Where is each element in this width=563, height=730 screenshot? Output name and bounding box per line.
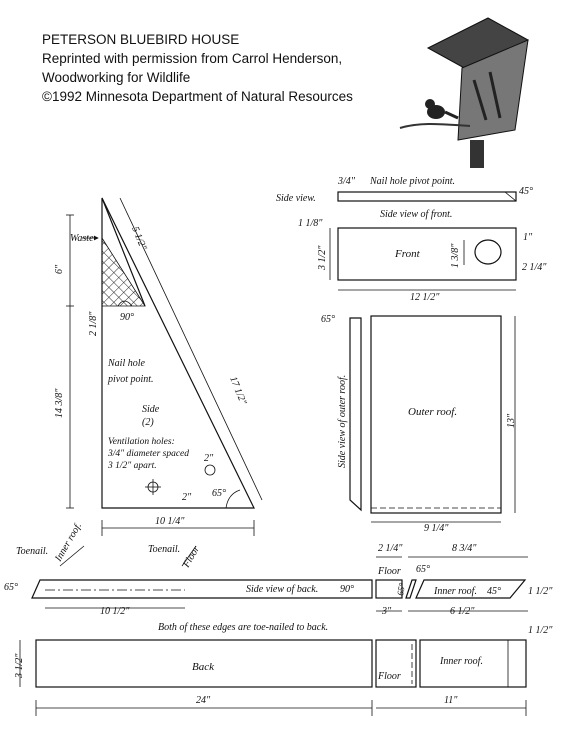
roof-dim-13: 13" — [506, 413, 517, 428]
side-dim-10-1-4: 10 1/4" — [155, 516, 185, 527]
front-dim-1-1-8: 1 1/8" — [298, 218, 323, 229]
roof-angle-65: 65° — [321, 314, 335, 325]
inner-roof-slant: Inner roof. — [53, 521, 85, 565]
nail-hole-label: Nail hole — [107, 358, 146, 369]
side-view-label: Side view. — [276, 193, 316, 204]
floor-label: Floor — [377, 566, 401, 577]
front-dim-1: 1" — [523, 232, 533, 243]
roof-dim-9-1-4: 9 1/4" — [424, 523, 449, 534]
front-dim-1-3-8: 1 3/8" — [450, 243, 461, 268]
floor-angle-65a: 65° — [416, 564, 430, 575]
bottom-dim-11: 11" — [444, 695, 458, 706]
outer-roof-drawing — [349, 315, 516, 523]
back-label: Back — [192, 661, 215, 673]
front-dim-12-1-2: 12 1/2" — [410, 292, 440, 303]
side-dim-2-1-8: 2 1/8" — [88, 311, 99, 336]
floor-dim-3: 3" — [381, 606, 392, 617]
copyright-line: ©1992 Minnesota Department of Natural Re… — [42, 89, 353, 104]
nail-hole-pivot-label: Nail hole pivot point. — [369, 176, 455, 187]
front-panel-drawing — [329, 191, 517, 291]
side-dim-6: 6" — [54, 264, 65, 274]
toenail-label-2: Toenail. — [148, 544, 180, 555]
floor-inner-roof-drawing — [375, 556, 528, 612]
floor-angle-65b: 65° — [395, 582, 407, 597]
front-dim-2-1-4: 2 1/4" — [522, 262, 547, 273]
front-label: Front — [394, 248, 421, 260]
floor-slant-label: Floor — [181, 544, 202, 570]
side-view-outer-roof: Side view of outer roof. — [337, 375, 348, 468]
side-panel-drawing — [66, 197, 263, 536]
floor-dim-8-3-4: 8 3/4" — [452, 543, 477, 554]
side-view-front-label: Side view of front. — [380, 209, 452, 220]
back-dim-24: 24" — [196, 695, 211, 706]
header-block: PETERSON BLUEBIRD HOUSE Reprinted with p… — [42, 30, 353, 106]
inner-roof-label: Inner roof. — [433, 586, 477, 597]
back-dim-3-1-2: 3 1/2" — [14, 653, 25, 679]
vent-line-3: 3 1/2" apart. — [107, 461, 157, 471]
credit-line: Reprinted with permission from Carrol He… — [42, 51, 343, 66]
toe-nail-note: Both of these edges are toe-nailed to ba… — [158, 622, 328, 633]
back-angle-65: 65° — [4, 582, 18, 593]
front-dim-3-1-2: 3 1/2" — [317, 245, 328, 271]
front-angle-45: 45° — [519, 186, 533, 197]
bottom-panels-drawing — [19, 639, 527, 716]
back-side-view-drawing — [31, 545, 373, 609]
side-dim-17-1-2: 17 1/2" — [227, 375, 249, 407]
side-angle-90: 90° — [120, 312, 134, 323]
inner-roof-dim-1-1-2: 1 1/2" — [528, 586, 553, 597]
outer-roof-label: Outer roof. — [408, 406, 457, 418]
inner-roof-dim-6-1-2: 6 1/2" — [450, 606, 475, 617]
pivot-point-label: pivot point. — [107, 374, 154, 385]
credit-source: Woodworking for Wildlife — [42, 70, 191, 85]
side-count: (2) — [142, 417, 154, 428]
vent-line-1: Ventilation holes: — [108, 437, 175, 447]
inner-roof-angle-45: 45° — [487, 586, 501, 597]
side-dim-2b: 2" — [182, 492, 192, 503]
floor-bottom-label: Floor — [377, 671, 401, 682]
side-dim-14-3-8: 14 3/8" — [54, 388, 65, 418]
waste-label: Waste — [70, 233, 94, 244]
vent-line-2: 3/4" diameter spaced — [107, 449, 189, 459]
side-dim-2a: 2" — [204, 453, 214, 464]
back-dim-10-1-2: 10 1/2" — [100, 606, 130, 617]
side-dim-5-1-2: 5 1/2" — [129, 225, 149, 253]
toenail-label-1: Toenail. — [16, 546, 48, 557]
inner-roof-bottom-label: Inner roof. — [439, 656, 483, 667]
back-angle-90: 90° — [340, 584, 354, 595]
front-dim-3-4: 3/4" — [337, 176, 356, 187]
side-angle-65: 65° — [212, 488, 226, 499]
floor-dim-2-1-4: 2 1/4" — [378, 543, 403, 554]
side-label: Side — [142, 404, 160, 415]
page-title: PETERSON BLUEBIRD HOUSE — [42, 32, 240, 47]
side-view-back-label: Side view of back. — [246, 584, 318, 595]
bird-illustration — [399, 17, 530, 168]
inner-roof-dim-1-1-2b: 1 1/2" — [528, 625, 553, 636]
